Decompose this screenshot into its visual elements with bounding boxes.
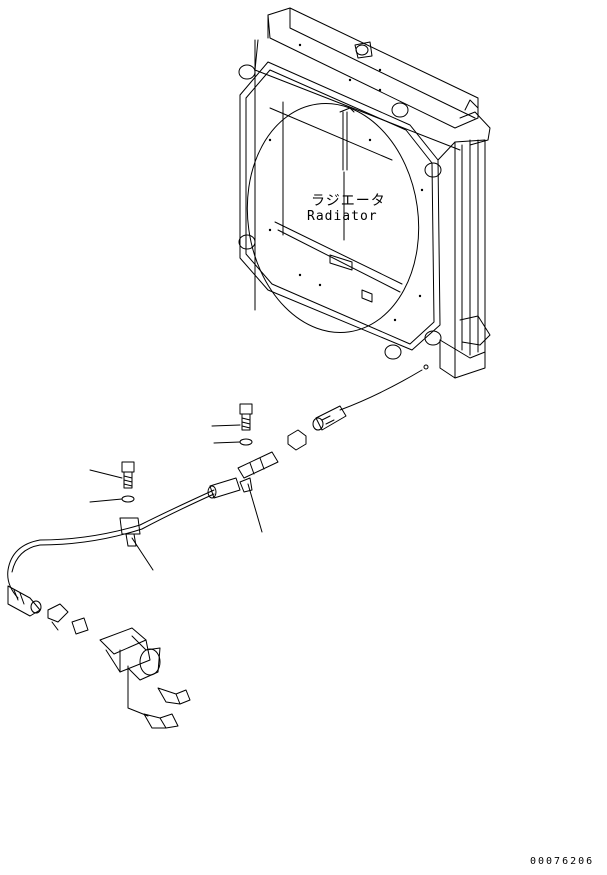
radiator-label-en: Radiator xyxy=(307,209,378,224)
leader-lines xyxy=(90,172,344,570)
drawing-id: 00076206 xyxy=(530,856,595,867)
radiator-label-jp: ラジエータ xyxy=(311,193,386,209)
sensor-harness xyxy=(8,370,422,728)
radiator-assembly xyxy=(233,8,490,378)
